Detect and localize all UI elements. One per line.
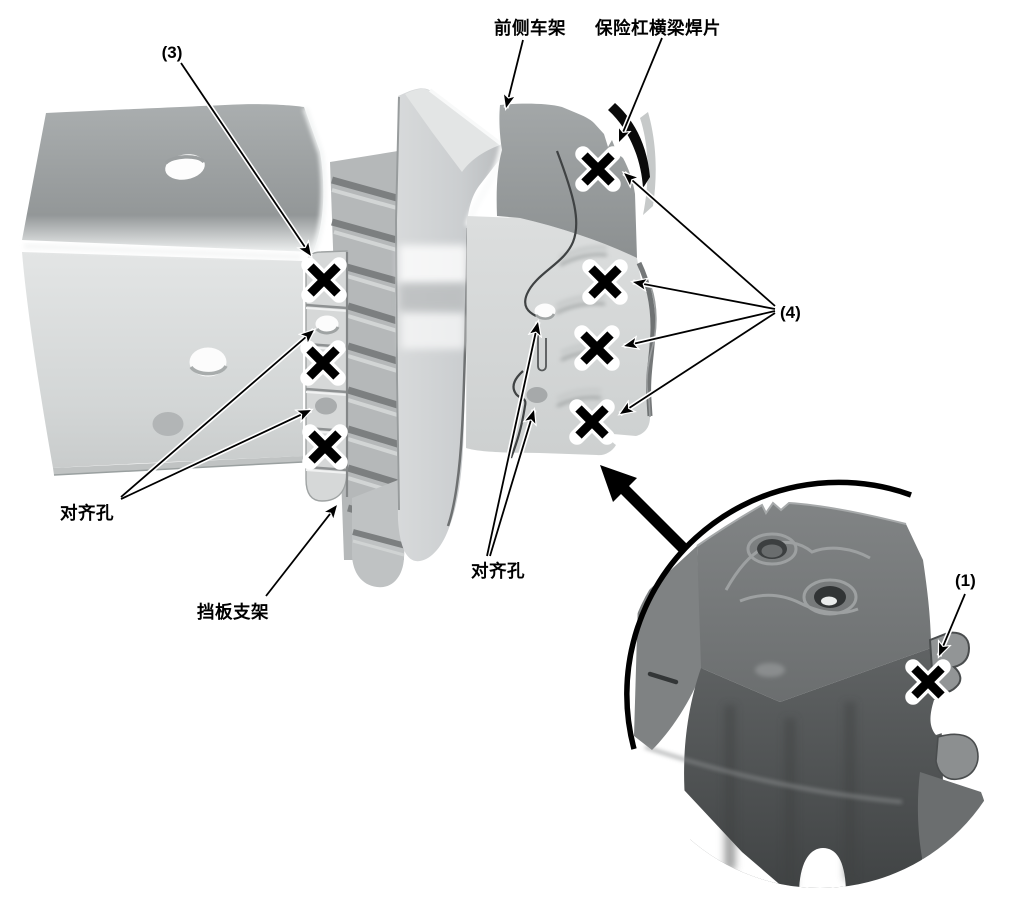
label-count-3: (3) (162, 43, 183, 62)
label-count-4: (4) (780, 303, 801, 322)
label-alignment-holes-center: 对齐孔 (471, 561, 525, 581)
label-baffle-bracket: 挡板支架 (197, 602, 269, 622)
frame-front-face (22, 252, 303, 468)
leader-align-center-b (489, 410, 534, 557)
weld-mark-icon (310, 432, 340, 462)
label-alignment-holes-left: 对齐孔 (60, 503, 114, 523)
leader-count-4b (633, 282, 776, 310)
weld-mark-icon (577, 407, 607, 437)
frame-bottom-edge (53, 461, 304, 476)
leader-count-4d (620, 312, 776, 414)
label-front-side-frame: 前侧车架 (494, 18, 566, 38)
frame-top-hole (164, 154, 206, 180)
weld-mark-icon (590, 267, 620, 297)
leader-bumper-weld-tab (619, 37, 663, 142)
weld-mark-icon (582, 333, 612, 363)
leader-baffle-bracket (265, 505, 337, 597)
leader-align-left-b (120, 410, 311, 500)
leader-arrows (119, 37, 968, 656)
leader-count-1 (939, 593, 966, 656)
weld-mark-icon (583, 154, 613, 184)
leader-align-left-a (120, 330, 314, 498)
detail-reference-arrow (600, 465, 688, 553)
frame-bend-highlight (23, 243, 302, 260)
label-bumper-beam-weld-tab: 保险杠横梁焊片 (594, 18, 721, 38)
weld-mark-icon (308, 348, 338, 378)
plate-alignment-hole-upper (534, 303, 556, 320)
leader-count-4c (624, 310, 776, 346)
frame-bottom-lip (53, 456, 303, 475)
weld-mark-icon (913, 667, 943, 697)
leader-align-center-a (486, 322, 538, 557)
detail-hole-lower (814, 586, 846, 608)
detail-circle-arc (624, 479, 912, 750)
detail-hole-upper (757, 539, 787, 559)
bracket-alignment-hole-upper (315, 315, 340, 335)
frame-front-hole-upper (189, 347, 228, 377)
detail-view (600, 465, 1018, 888)
labels: 前侧车架 保险杠横梁焊片 (3) (4) 对齐孔 对齐孔 挡板支架 (1) (60, 18, 976, 622)
frame-front-hole-lower (152, 412, 184, 436)
main-assembly (22, 88, 657, 588)
plate-alignment-hole-lower (526, 387, 548, 403)
frame-top-cut-highlight (302, 107, 327, 253)
baffle-bracket-ribbed-face (330, 150, 406, 560)
leader-count-4a (624, 173, 776, 307)
label-count-1: (1) (955, 571, 976, 590)
bracket-alignment-hole-lower (315, 397, 337, 415)
weld-mark-icon (309, 265, 339, 295)
leader-front-side-frame (506, 39, 524, 108)
leader-count-3 (180, 62, 311, 256)
channel-brace (394, 88, 507, 562)
